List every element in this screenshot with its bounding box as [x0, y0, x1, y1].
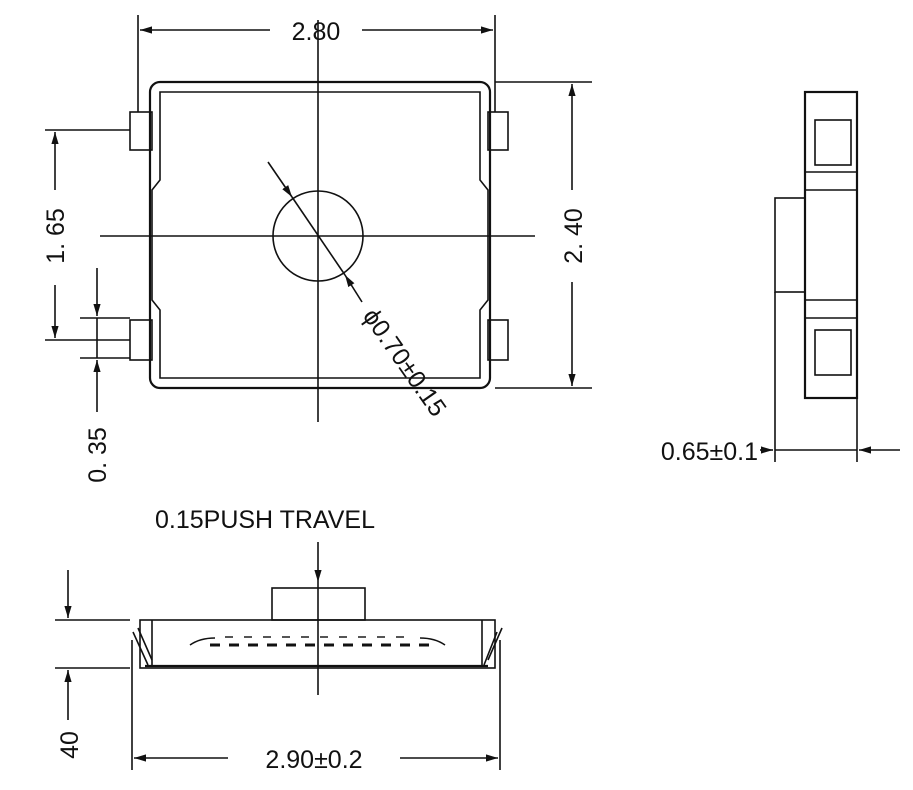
top-view: 2.80 2. 40 1. 65 0. 35 ϕ0.70±0.15 [42, 15, 592, 483]
tab-bottom-left [129, 319, 153, 361]
tab-bottom-right [487, 319, 509, 361]
height-dimension: 40 [56, 731, 84, 759]
height-dimension: 2. 40 [560, 208, 588, 264]
pitch-dimension: 1. 65 [42, 208, 70, 264]
body-inner-outline [151, 91, 489, 379]
length-dimension: 2.90±0.2 [265, 746, 362, 774]
tab-top-left [129, 111, 153, 151]
width-dimension: 2.80 [292, 18, 341, 46]
tab-top-right [487, 111, 509, 151]
side-body [803, 90, 859, 400]
side-view: 0.65±0.1 [661, 90, 900, 466]
button-diameter-dimension: ϕ0.70±0.15 [357, 303, 452, 421]
front-view: 0.15PUSH TRAVEL 40 2.90±0.2 [55, 506, 503, 774]
tab-dimension: 0. 35 [84, 427, 112, 483]
body-outline [148, 80, 492, 390]
push-travel-label: 0.15PUSH TRAVEL [155, 506, 375, 534]
side-plunger [774, 197, 806, 293]
depth-dimension: 0.65±0.1 [661, 438, 758, 466]
